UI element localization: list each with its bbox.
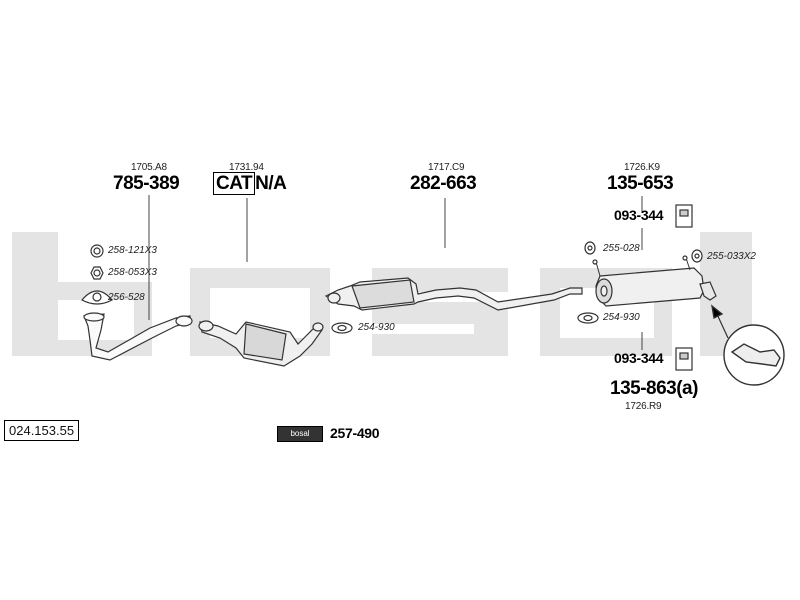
arrow-icon <box>711 304 724 320</box>
centre-section-drawing <box>324 277 583 311</box>
part-label: 254-930 <box>603 312 640 323</box>
clamp-icon <box>691 249 703 263</box>
front-pipe-number: 785-389 <box>113 173 180 194</box>
rear-bottom-mount: 093-344 <box>614 350 664 366</box>
part-label: 255-028 <box>603 243 640 254</box>
bosal-logo: bosal <box>277 426 323 442</box>
badge-number: 257-490 <box>330 425 380 441</box>
clamp-icon <box>584 241 596 255</box>
centre-ref: 1717.C9 <box>428 162 465 173</box>
rear-top-mount: 093-344 <box>614 207 664 223</box>
rear-top-number: 135-653 <box>607 173 674 194</box>
front-pipe-ref: 1705.A8 <box>131 162 167 173</box>
gasket-icon <box>577 312 599 324</box>
rear-top-ref: 1726.K9 <box>624 162 660 173</box>
catalyst-drawing <box>198 320 324 367</box>
rear-bottom-number: 135-863(a) <box>610 378 698 399</box>
part-label: 256-528 <box>108 292 145 303</box>
ring-icon <box>90 244 104 258</box>
part-label: 255-033X2 <box>707 251 756 262</box>
nut-icon <box>90 266 104 280</box>
detail-callout <box>711 304 785 386</box>
mount-icon <box>675 347 693 371</box>
catalog-code: 024.153.55 <box>4 420 80 441</box>
catalyst-ref: 1731.94 <box>229 162 264 173</box>
part-label: 258-053X3 <box>108 267 157 278</box>
gasket-icon <box>81 290 113 305</box>
gasket-icon <box>331 322 353 334</box>
part-label: 254-930 <box>358 322 395 333</box>
catalyst-suffix: N/A <box>255 173 287 194</box>
part-label: 258-121X3 <box>108 245 157 256</box>
front-pipe-drawing <box>83 312 193 361</box>
mount-icon <box>675 204 693 228</box>
rear-bottom-ref: 1726.R9 <box>625 401 662 412</box>
centre-number: 282-663 <box>410 173 477 194</box>
rear-muffler-drawing <box>592 255 717 307</box>
catalyst-boxed: CAT <box>213 172 256 195</box>
